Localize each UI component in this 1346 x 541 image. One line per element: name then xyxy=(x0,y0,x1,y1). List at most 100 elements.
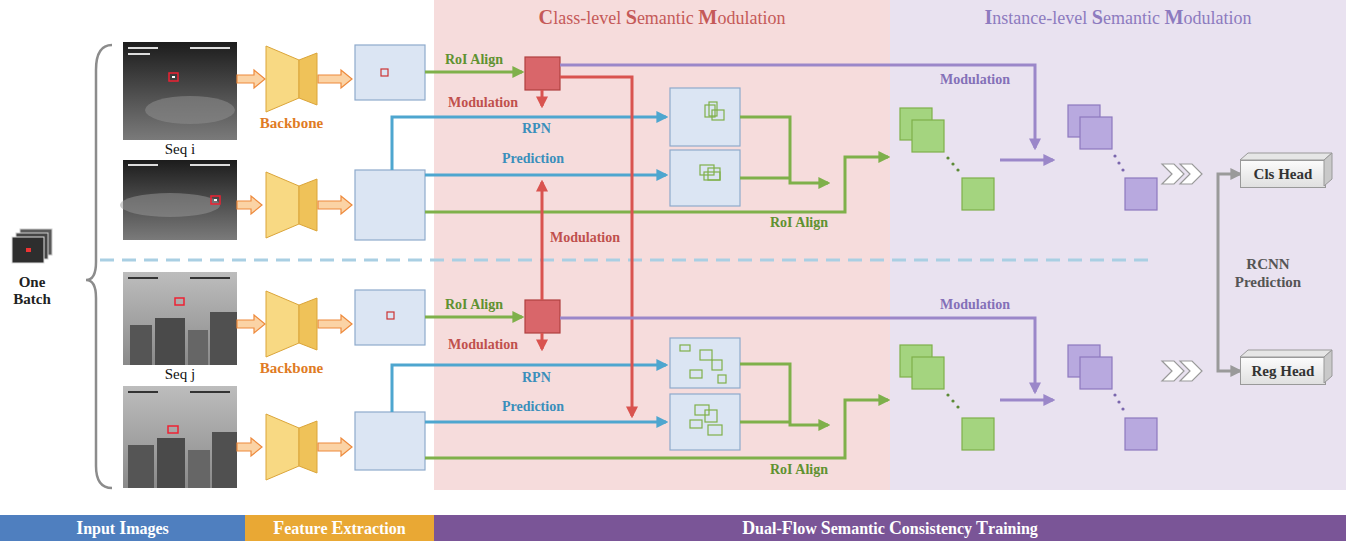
infrared-image xyxy=(128,445,154,488)
stack-layer xyxy=(12,237,44,263)
head-side xyxy=(1324,350,1332,383)
sequence-caption: Seq j xyxy=(123,366,237,383)
infrared-image xyxy=(128,391,158,393)
flow-label: Modulation xyxy=(940,72,1010,88)
ellipsis-dots xyxy=(1121,407,1124,410)
flow-label: RoI Align xyxy=(770,462,828,478)
batch-icon: One Batch xyxy=(4,228,60,323)
flow-label: RoI Align xyxy=(770,215,828,231)
block-arrow xyxy=(237,196,262,214)
proposal-box xyxy=(704,172,720,180)
backbone-symbol xyxy=(266,172,299,238)
infrared-image xyxy=(128,53,150,55)
flow-label: Prediction xyxy=(502,399,564,415)
green-flow xyxy=(740,421,790,424)
backbone-symbol xyxy=(266,414,317,480)
band-title: Input Images xyxy=(0,515,245,541)
head-box: Cls Head xyxy=(1240,160,1326,188)
flow-label: Prediction xyxy=(502,151,564,167)
feature-map xyxy=(355,290,425,345)
red-flow xyxy=(541,182,544,300)
feature-map xyxy=(670,338,740,388)
head-box: Reg Head xyxy=(1240,357,1326,385)
stage-band: Feature Extraction xyxy=(245,515,434,541)
backbone-box: Backbone xyxy=(265,290,318,358)
initial-letter: F xyxy=(273,518,284,538)
infrared-image xyxy=(188,450,210,488)
roi-stack xyxy=(912,357,944,389)
green-flow xyxy=(740,177,790,180)
flow-label: Modulation xyxy=(448,95,518,111)
ellipsis-dots xyxy=(1113,154,1116,157)
modulated-stack xyxy=(1080,357,1112,389)
proposal-box xyxy=(705,410,717,422)
infrared-image xyxy=(123,272,237,365)
proposal-box xyxy=(680,345,690,351)
red-flow xyxy=(541,90,544,106)
target-mark xyxy=(381,69,394,319)
backbone-back xyxy=(299,298,317,350)
proposal-box xyxy=(690,370,702,378)
infrared-image xyxy=(190,277,230,279)
head-label: Reg Head xyxy=(1252,358,1315,384)
infrared-image xyxy=(175,298,184,305)
infrared-image xyxy=(123,272,237,365)
flow-label: RPN xyxy=(522,121,551,137)
infrared-image xyxy=(157,438,185,488)
infrared-image xyxy=(128,277,158,279)
flow-label: RoI Align xyxy=(445,52,503,68)
proposal-box xyxy=(690,420,702,428)
module-caption: Backbone xyxy=(237,115,347,132)
initial-letter: M xyxy=(698,6,717,28)
block-arrow xyxy=(318,315,352,333)
infrared-image xyxy=(211,196,220,204)
infrared-image xyxy=(190,47,230,49)
infrared-image xyxy=(155,318,185,365)
target-mark xyxy=(26,248,31,252)
roi-feature xyxy=(525,57,560,90)
infrared-image xyxy=(214,199,217,201)
sequence-image: Seq i xyxy=(123,42,237,140)
initial-letter: I xyxy=(76,518,83,538)
ellipsis-dots xyxy=(1117,161,1120,164)
blue-flow xyxy=(425,421,666,424)
ellipsis-dots xyxy=(946,393,949,396)
block-arrow xyxy=(237,438,262,456)
initial-letter: I xyxy=(119,518,126,538)
proposal-box xyxy=(718,375,726,383)
infrared-image xyxy=(123,42,237,140)
infrared-image xyxy=(145,96,235,124)
feature-map xyxy=(355,412,425,470)
proposal-box xyxy=(712,110,724,120)
infrared-image xyxy=(172,76,175,78)
ellipsis-dots xyxy=(951,162,954,165)
infrared-image xyxy=(120,160,237,240)
proposal-box xyxy=(708,425,722,435)
connector-label: RCNN Prediction xyxy=(1228,255,1308,291)
head-side xyxy=(1324,153,1332,186)
band-title: Feature Extraction xyxy=(245,515,434,541)
infrared-image xyxy=(210,312,237,365)
proposal-box xyxy=(700,165,714,175)
sequence-image: Seq j xyxy=(123,272,237,365)
green-flow xyxy=(425,71,522,74)
ellipsis-dots xyxy=(1121,168,1124,171)
feature-map xyxy=(355,45,425,100)
feature-map xyxy=(670,394,740,450)
backbone-box: Backbone xyxy=(265,45,318,113)
block-arrow xyxy=(318,70,352,88)
stage-band: Dual-Flow Semantic Consistency Training xyxy=(434,515,1346,541)
infrared-image xyxy=(120,193,220,217)
infrared-image xyxy=(190,164,230,166)
ellipsis-dots xyxy=(1117,400,1120,403)
initial-letter: I xyxy=(984,6,992,28)
initial-letter: S xyxy=(1092,6,1103,28)
backbone-back xyxy=(299,53,317,105)
block-arrow xyxy=(237,315,265,333)
backbone-symbol xyxy=(299,421,317,473)
initial-letter: C xyxy=(539,6,554,28)
infrared-image xyxy=(169,73,178,81)
target-mark xyxy=(381,69,388,76)
infrared-image xyxy=(123,42,237,140)
